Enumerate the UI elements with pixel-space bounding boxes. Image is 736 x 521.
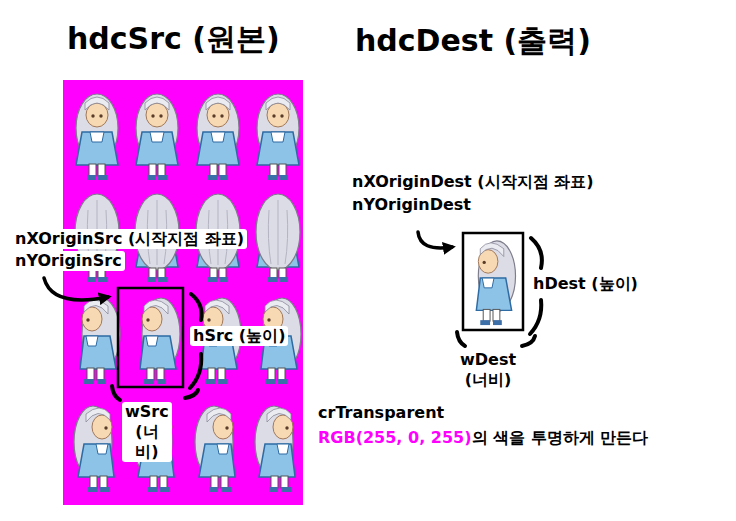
sprite-side <box>140 298 180 384</box>
dimension-arc <box>530 300 541 334</box>
dimension-arc <box>531 238 542 268</box>
selection-box <box>118 288 183 387</box>
magenta-background <box>63 80 303 505</box>
dimension-arc <box>190 354 201 388</box>
sprite-front <box>257 94 299 180</box>
dimension-arc <box>185 390 198 398</box>
sprite-back <box>256 194 300 282</box>
label-holder: hDest (높이) <box>533 274 638 294</box>
dimension-arc <box>522 336 535 346</box>
dimension-arc <box>112 386 120 400</box>
sprite-front <box>197 94 239 180</box>
dimension-arc <box>191 294 202 320</box>
parameter-label: nXOriginDest (시작지점 좌표) <box>352 172 594 192</box>
bitmap-heading: hdcDest (출력) <box>355 22 591 60</box>
label-holder: nYOriginSrc <box>12 251 125 271</box>
sprite-side <box>195 406 235 492</box>
sprite-side <box>74 406 114 492</box>
sprite-side <box>255 406 295 492</box>
dimension-label: wSrc (너비) <box>122 402 172 462</box>
sprite-front <box>136 94 178 180</box>
bitmap-heading: hdcSrc (원본) <box>67 20 307 58</box>
pointer-arrow <box>44 278 108 300</box>
dimension-label: hDest (높이) <box>533 274 638 294</box>
label-holder: wDest (너비) <box>460 350 516 390</box>
parameter-label: nXOriginSrc (시작지점 좌표) <box>12 229 247 249</box>
label-holder: crTransparent <box>318 403 444 423</box>
label-holder: wSrc (너비) <box>122 402 172 462</box>
label-holder: hSrc (높이) <box>190 326 288 346</box>
color-value: RGB(255, 0, 255) <box>318 428 472 448</box>
label-holder: nYOriginDest <box>352 195 471 215</box>
sprite-side <box>80 298 120 384</box>
output-box <box>463 233 523 330</box>
dimension-label: hSrc (높이) <box>190 326 288 346</box>
parameter-label: nYOriginSrc <box>12 251 125 271</box>
parameter-label: nYOriginDest <box>352 195 471 215</box>
source-bitmap: hdcSrc (원본) <box>63 80 303 505</box>
note-text: 의 색을 투명하게 만든다 <box>472 428 649 448</box>
label-holder: RGB(255, 0, 255) <box>318 428 472 448</box>
sprite-side <box>476 241 515 325</box>
label-holder: nXOriginSrc (시작지점 좌표) <box>12 229 247 249</box>
label-holder: hdcDest (출력) <box>355 22 591 60</box>
dimension-label: wDest (너비) <box>460 350 516 390</box>
label-holder: nXOriginDest (시작지점 좌표) <box>352 172 594 192</box>
label-holder: 의 색을 투명하게 만든다 <box>472 428 649 448</box>
sprite-front <box>76 94 118 180</box>
dimension-arc <box>457 332 465 346</box>
pointer-arrow <box>418 232 452 248</box>
parameter-label: crTransparent <box>318 403 444 423</box>
